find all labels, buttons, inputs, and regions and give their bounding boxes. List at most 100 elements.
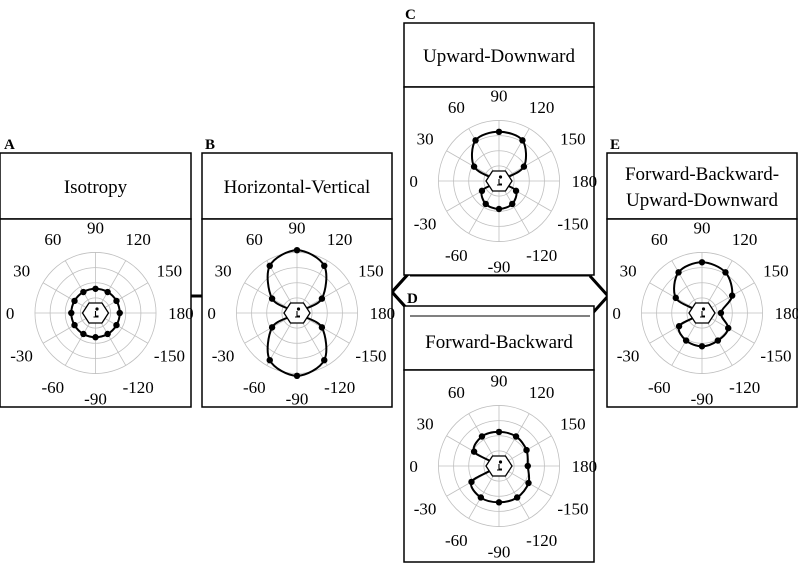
data-point <box>321 262 328 270</box>
data-point <box>477 494 485 501</box>
data-point <box>266 356 273 364</box>
angle-label: -90 <box>84 389 107 408</box>
data-point <box>495 428 503 436</box>
data-point <box>728 292 736 299</box>
angle-label: 0 <box>207 304 216 323</box>
angle-label: 30 <box>620 261 637 280</box>
angle-label: -90 <box>691 389 714 408</box>
angle-label: -60 <box>41 378 64 397</box>
panel-letter: D <box>407 291 418 307</box>
angle-label: 180 <box>572 457 598 476</box>
data-point <box>717 309 725 317</box>
angle-label: -60 <box>445 246 468 265</box>
person-body <box>295 311 300 318</box>
panel-letter: C <box>405 7 416 23</box>
data-point <box>513 494 521 501</box>
data-point <box>318 295 326 302</box>
angle-label: -30 <box>212 347 235 366</box>
data-point <box>675 269 682 276</box>
data-point <box>293 372 301 380</box>
angle-label: 60 <box>651 230 668 249</box>
data-point <box>321 356 328 364</box>
angle-label: -30 <box>414 215 437 234</box>
data-point <box>523 446 530 454</box>
data-point <box>524 462 531 470</box>
angle-label: -150 <box>557 500 588 519</box>
angle-label: 90 <box>289 219 306 238</box>
person-body <box>700 311 705 318</box>
data-point <box>113 321 120 329</box>
angle-label: 0 <box>409 457 418 476</box>
data-point <box>71 297 78 305</box>
angle-label: 120 <box>529 98 555 117</box>
title-box <box>606 152 798 220</box>
angle-label: -150 <box>557 215 588 234</box>
data-point <box>672 294 679 302</box>
angle-label: 180 <box>572 172 598 191</box>
panel-title-line-1: Forward-Backward- <box>625 164 779 185</box>
data-point <box>722 269 729 276</box>
data-point <box>472 137 479 144</box>
angle-label: -120 <box>729 378 760 397</box>
person-head <box>498 175 503 179</box>
data-point <box>116 309 123 317</box>
data-point <box>509 200 516 208</box>
person-head <box>95 307 99 311</box>
data-point <box>68 309 75 317</box>
angle-label: -90 <box>488 542 511 561</box>
angle-label: -30 <box>414 500 437 519</box>
panel-letter: E <box>610 137 620 153</box>
data-point <box>698 259 706 266</box>
angle-label: -120 <box>324 378 355 397</box>
title-box <box>403 22 595 88</box>
panel-letter: B <box>205 137 215 153</box>
data-point <box>478 433 486 440</box>
angle-label: -30 <box>617 347 640 366</box>
angle-label: 0 <box>6 304 15 323</box>
angle-label: 90 <box>87 219 104 238</box>
angle-label: -150 <box>355 347 386 366</box>
angle-label: 120 <box>125 230 151 249</box>
data-point <box>512 433 520 440</box>
angle-label: 30 <box>417 129 434 148</box>
data-point <box>92 285 99 292</box>
angle-label: 150 <box>763 261 789 280</box>
angle-label: 0 <box>409 172 418 191</box>
angle-label: 90 <box>694 219 711 238</box>
person-in-hexagon-icon <box>497 460 503 471</box>
data-point <box>520 163 528 170</box>
data-point <box>714 337 722 344</box>
data-point <box>675 323 683 330</box>
data-point <box>698 343 706 350</box>
person-head <box>296 307 301 311</box>
person-in-hexagon-icon <box>93 307 99 318</box>
panel-c: C Upward-Downward 0306090120150180-150-1… <box>403 7 598 276</box>
panel-d: D Forward-Backward 0306090120150180-150-… <box>403 291 597 563</box>
panel-title: Isotropy <box>64 177 128 198</box>
angle-label: 150 <box>560 414 586 433</box>
angle-label: -120 <box>526 246 557 265</box>
angle-label: -60 <box>648 378 671 397</box>
data-point <box>104 288 111 296</box>
data-point <box>80 288 87 296</box>
angle-label: 60 <box>44 230 61 249</box>
data-point <box>519 137 526 144</box>
title-box <box>0 152 192 220</box>
data-point <box>525 479 532 487</box>
data-point <box>104 330 111 338</box>
person-head <box>701 307 706 311</box>
polar-frame <box>0 218 192 408</box>
angle-label: -150 <box>154 347 185 366</box>
person-body <box>93 311 99 318</box>
connector-lines-top <box>410 275 590 317</box>
data-point <box>470 448 478 455</box>
angle-label: -120 <box>526 531 557 550</box>
angle-label: 30 <box>215 261 232 280</box>
panel-title-line-2: Upward-Downward <box>626 190 778 211</box>
data-point <box>482 200 489 208</box>
data-point <box>725 324 732 332</box>
angle-label: 60 <box>246 230 263 249</box>
